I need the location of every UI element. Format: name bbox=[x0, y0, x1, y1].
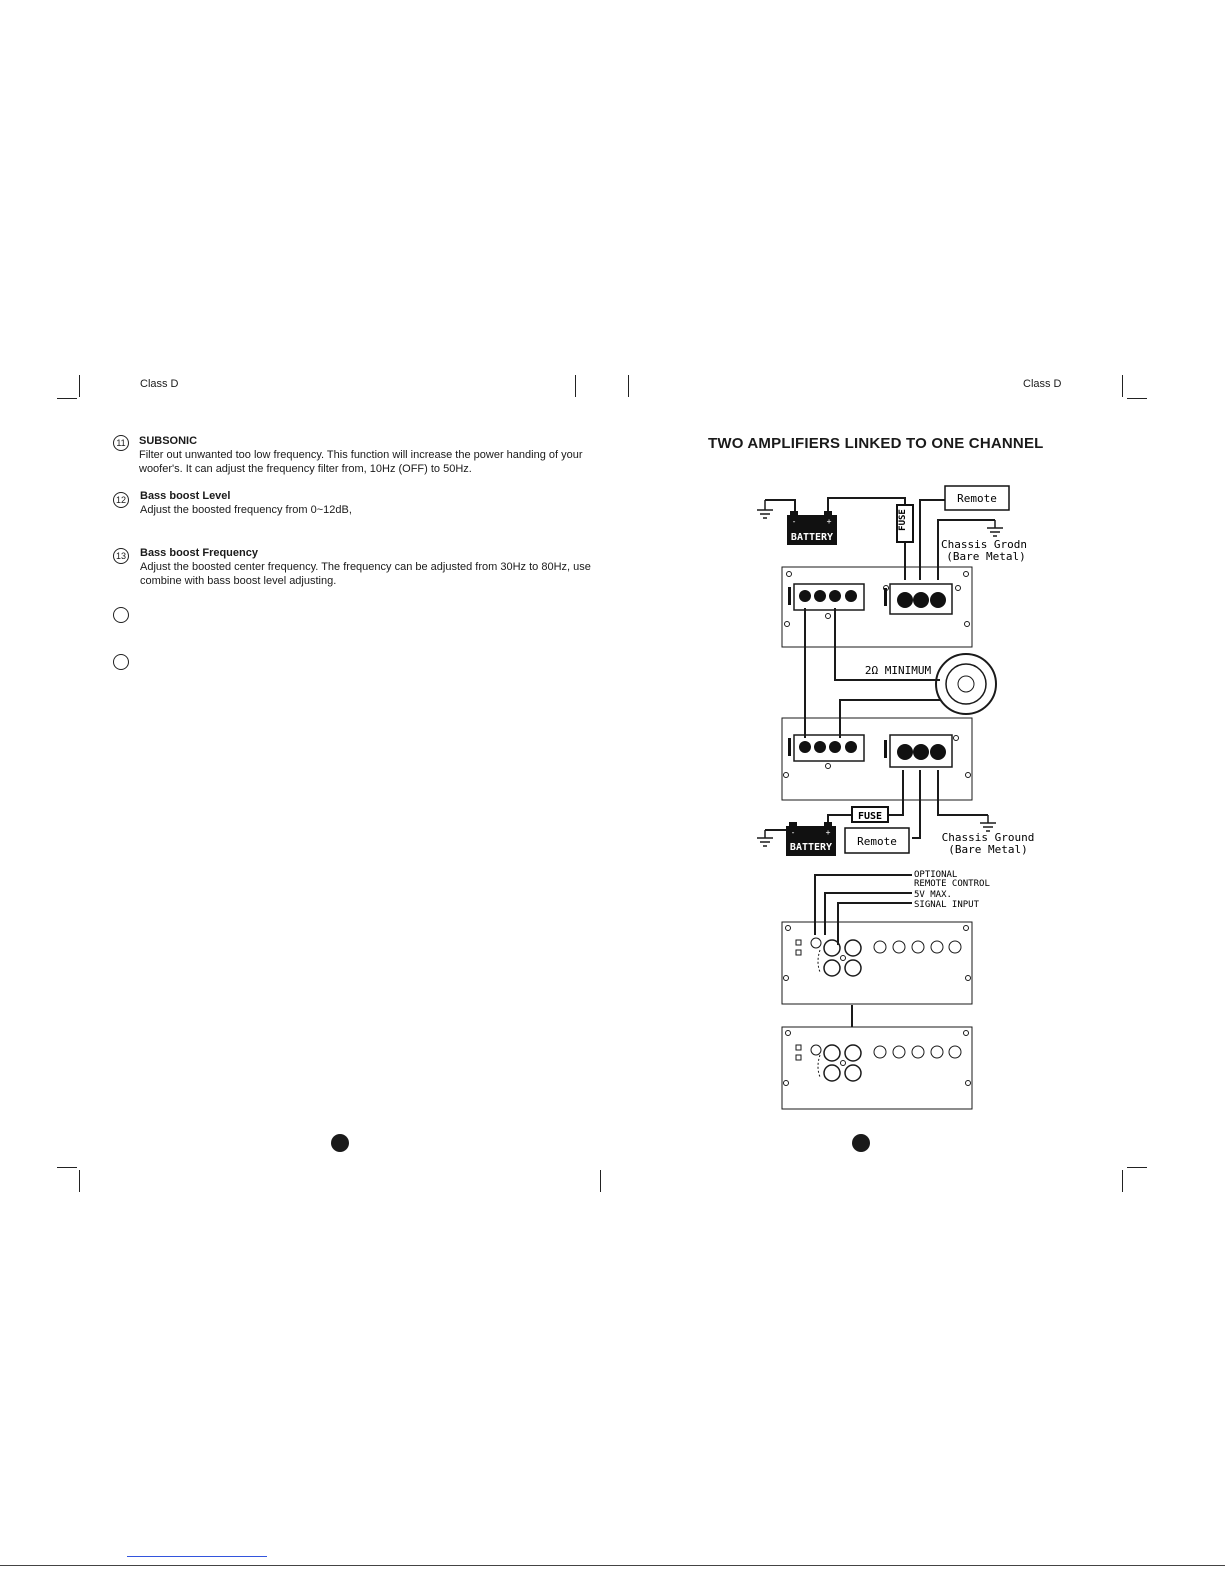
item-body: Filter out unwanted too low frequency. T… bbox=[139, 449, 583, 475]
five-volt-label: 5V MAX. bbox=[914, 890, 952, 900]
item-number: 13 bbox=[113, 548, 129, 564]
svg-text:+: + bbox=[826, 828, 831, 837]
fuse-bottom bbox=[851, 806, 889, 823]
battery-bottom-label: BATTERY bbox=[790, 842, 832, 853]
optional-label-line1: OPTIONAL bbox=[914, 870, 957, 880]
crop-mark bbox=[57, 1167, 77, 1168]
wire bbox=[912, 770, 921, 839]
wire bbox=[827, 497, 906, 515]
wire bbox=[837, 902, 912, 945]
wire bbox=[937, 519, 995, 580]
crop-mark bbox=[1122, 375, 1123, 397]
battery-top-label: BATTERY bbox=[791, 532, 833, 543]
optional-label-line2: REMOTE CONTROL bbox=[914, 879, 990, 889]
item-title: Bass boost Frequency bbox=[140, 547, 258, 559]
empty-item-marker bbox=[113, 607, 129, 623]
wire bbox=[888, 770, 904, 816]
battery-bottom: BATTERY - + bbox=[786, 822, 836, 856]
item-body: Adjust the boosted frequency from 0~12dB… bbox=[140, 504, 352, 516]
crop-mark bbox=[79, 1170, 80, 1192]
wire bbox=[765, 499, 796, 515]
bottom-underline bbox=[127, 1556, 267, 1557]
amplifier-1 bbox=[781, 566, 973, 648]
chassis-top-line1: Chassis Grodn bbox=[941, 538, 1027, 551]
fuse-top bbox=[896, 504, 914, 543]
item-title: Bass boost Level bbox=[140, 490, 231, 502]
fuse-top-label: FUSE bbox=[898, 509, 908, 531]
crop-mark bbox=[79, 375, 80, 397]
crop-mark bbox=[575, 375, 576, 397]
left-page-header: Class D bbox=[140, 378, 179, 390]
item-number: 11 bbox=[113, 435, 129, 451]
ground-symbol bbox=[757, 500, 1003, 847]
remote-top-label: Remote bbox=[957, 492, 997, 505]
empty-item-marker bbox=[113, 654, 129, 670]
wire bbox=[827, 814, 852, 825]
item-body: Adjust the boosted center frequency. The… bbox=[140, 561, 591, 587]
amplifier-1-terminals bbox=[788, 587, 946, 608]
crop-mark bbox=[1127, 1167, 1147, 1168]
item-title: SUBSONIC bbox=[139, 435, 198, 447]
right-page-header: Class D bbox=[1023, 378, 1062, 390]
control-panel-2 bbox=[781, 1026, 973, 1110]
svg-text:-: - bbox=[792, 517, 797, 526]
speaker bbox=[935, 653, 997, 715]
page-title: TWO AMPLIFIERS LINKED TO ONE CHANNEL bbox=[708, 435, 1044, 452]
control-panel-1 bbox=[781, 921, 973, 1005]
svg-text:+: + bbox=[827, 517, 832, 526]
signal-input-label: SIGNAL INPUT bbox=[914, 900, 980, 910]
svg-text:-: - bbox=[791, 828, 796, 837]
chassis-bottom-line2: (Bare Metal) bbox=[948, 843, 1027, 856]
crop-mark bbox=[1127, 398, 1147, 399]
amplifier-2 bbox=[781, 717, 973, 801]
wire bbox=[919, 499, 945, 580]
wire bbox=[824, 892, 912, 935]
item-number: 12 bbox=[113, 492, 129, 508]
remote-bottom-box bbox=[844, 827, 910, 854]
crop-mark bbox=[1122, 1170, 1123, 1192]
chassis-bottom-line1: Chassis Ground bbox=[942, 831, 1035, 844]
crop-mark bbox=[628, 375, 629, 397]
wire bbox=[839, 699, 940, 738]
speaker-impedance-label: 2Ω MINIMUM bbox=[865, 664, 932, 677]
wire bbox=[814, 874, 912, 935]
fuse-bottom-label: FUSE bbox=[858, 811, 882, 822]
page-number-dot bbox=[331, 1134, 349, 1152]
wiring-diagram: BATTERY - + FUSE Remote Chassis Grodn (B… bbox=[757, 485, 1035, 1110]
wire bbox=[834, 608, 940, 681]
remote-top-box bbox=[944, 485, 1010, 511]
amplifier-2-terminals bbox=[788, 738, 946, 760]
page-number-dot bbox=[852, 1134, 870, 1152]
crop-mark bbox=[57, 398, 77, 399]
wire bbox=[937, 770, 988, 816]
remote-bottom-label: Remote bbox=[857, 835, 897, 848]
chassis-top-line2: (Bare Metal) bbox=[946, 550, 1025, 563]
battery-top: BATTERY - + bbox=[787, 511, 837, 545]
page-bottom-rule bbox=[0, 1565, 1225, 1566]
crop-mark bbox=[600, 1170, 601, 1192]
